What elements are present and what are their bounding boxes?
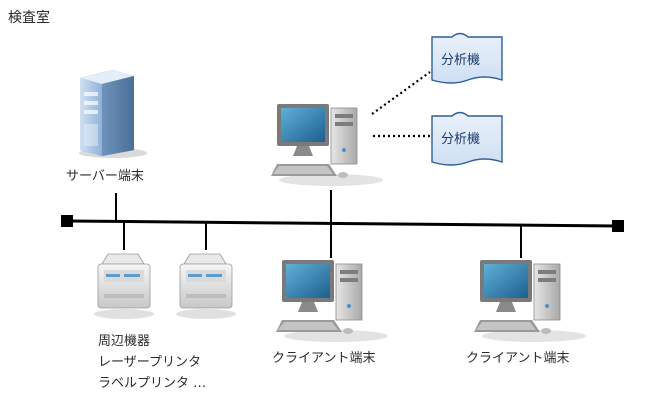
network-backbone [61,190,624,258]
peripheral-label-1: 周辺機器 [98,334,150,349]
printer-icon-1 [94,253,154,319]
printer-icon-2 [176,253,236,319]
backbone-left-terminator [61,215,73,227]
analyzer-label-2: 分析機 [441,132,480,147]
analyzer-device-2: 分析機 [431,111,503,166]
client-label-2: クライアント端末 [466,351,569,366]
analyzer-link-1 [371,71,431,115]
server-icon [79,70,147,158]
backbone-right-terminator [612,220,624,232]
analyzer-device-1: 分析機 [431,32,503,84]
room-label: 検査室 [8,9,50,26]
peripheral-label-2: レーザープリンタ [98,355,201,370]
server-label: サーバー端末 [66,169,144,184]
peripheral-label-3: ラベルプリンタ … [98,376,206,391]
client-label-1: クライアント端末 [272,351,375,366]
analyzer-workstation-icon [271,104,383,186]
client-workstation-icon-1 [276,260,388,342]
analyzer-label-1: 分析機 [441,53,480,68]
client-workstation-icon-2 [474,260,586,342]
